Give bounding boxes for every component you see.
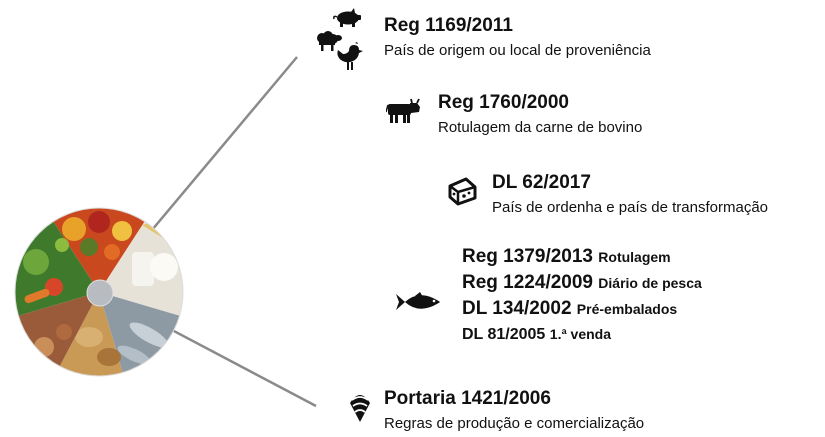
food-wheel-image (14, 207, 184, 377)
fish-reg-code: DL 81/2005 (462, 326, 546, 343)
reg-1760-subtitle: Rotulagem da carne de bovino (438, 119, 643, 136)
fish-reg-item: Reg 1379/2013 Rotulagem (462, 244, 702, 270)
dl-62-block: DL 62/2017 País de ordenha e país de tra… (492, 172, 768, 217)
reg-1169-subtitle: País de origem ou local de proveniência (384, 42, 651, 59)
reg-1169-title: Reg 1169/2011 (384, 15, 513, 36)
fish-reg-code: Reg 1379/2013 (462, 246, 593, 267)
fish-reg-desc: 1.ª venda (549, 326, 611, 342)
portaria-1421-block: Portaria 1421/2006 Regras de produção e … (384, 388, 644, 433)
fish-reg-code: Reg 1224/2009 (462, 272, 593, 293)
fish-reg-desc: Diário de pesca (598, 275, 702, 291)
cow-icon (386, 98, 420, 123)
fish-reg-desc: Pré-embalados (576, 301, 678, 317)
fish-reg-item: DL 134/2002 Pré-embalados (462, 296, 702, 322)
fish-regulations-list: Reg 1379/2013 Rotulagem Reg 1224/2009 Di… (462, 244, 702, 347)
fish-reg-desc: Rotulagem (598, 249, 671, 265)
fish-icon (396, 292, 440, 310)
fish-reg-code: DL 134/2002 (462, 298, 572, 319)
fish-reg-item: Reg 1224/2009 Diário de pesca (462, 270, 702, 296)
chicken-icon (337, 42, 363, 70)
portaria-1421-subtitle: Regras de produção e comercialização (384, 415, 645, 432)
dl-62-subtitle: País de ordenha e país de transformação (492, 199, 769, 216)
reg-1760-block: Reg 1760/2000 Rotulagem da carne de bovi… (438, 92, 642, 137)
reg-1760-title: Reg 1760/2000 (438, 92, 569, 113)
shell-icon (350, 395, 370, 422)
sheep-icon (317, 31, 342, 51)
pig-icon (333, 8, 361, 27)
cheese-icon (448, 177, 477, 206)
fish-reg-item: DL 81/2005 1.ª venda (462, 322, 702, 347)
reg-1169-block: Reg 1169/2011 País de origem ou local de… (384, 15, 651, 60)
dl-62-title: DL 62/2017 (492, 172, 591, 193)
portaria-1421-title: Portaria 1421/2006 (384, 388, 551, 409)
